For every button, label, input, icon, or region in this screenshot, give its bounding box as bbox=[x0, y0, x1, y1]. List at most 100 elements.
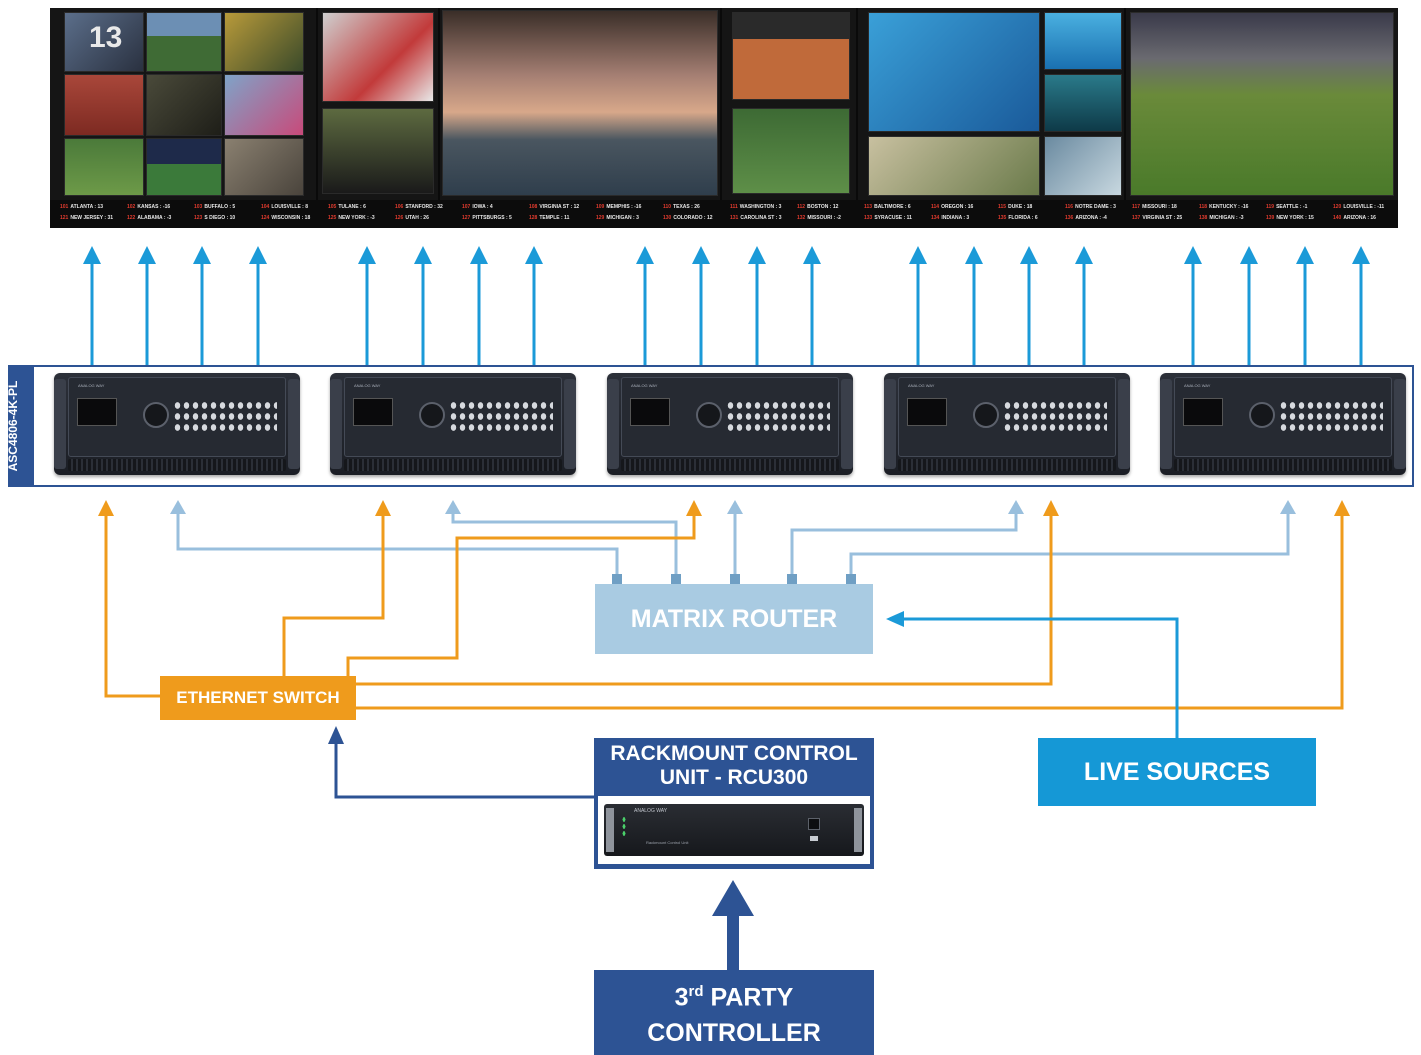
tile-swim-race bbox=[1044, 12, 1122, 70]
rcu-title-line1: RACKMOUNT CONTROL bbox=[610, 742, 858, 765]
live-sources-box: LIVE SOURCES bbox=[1038, 738, 1316, 806]
ticker-item-number: 117 bbox=[1132, 204, 1141, 210]
tile-stadium bbox=[146, 12, 222, 72]
processor-brand: ANALOG WAY bbox=[1184, 383, 1211, 388]
ticker-item-score: INDIANA : 3 bbox=[941, 215, 970, 221]
matrix-router-box: MATRIX ROUTER bbox=[595, 584, 873, 654]
ethernet-switch-box: ETHERNET SWITCH bbox=[160, 676, 356, 720]
ticker-item-number: 111 bbox=[730, 204, 738, 210]
lcd-screen bbox=[907, 398, 947, 426]
jog-knob bbox=[143, 402, 169, 428]
ticker-item-score: DUKE : 18 bbox=[1008, 204, 1033, 210]
ticker-item-score: TEXAS : 26 bbox=[673, 204, 700, 210]
ticker-item-number: 106 bbox=[395, 204, 404, 210]
ticker-item-score: KANSAS : -16 bbox=[137, 204, 171, 210]
output-arrow-head bbox=[748, 246, 766, 264]
output-arrow-head bbox=[83, 246, 101, 264]
ticker-item-score: ALABAMA : -3 bbox=[137, 215, 172, 221]
processor-brand: ANALOG WAY bbox=[908, 383, 935, 388]
button-grid bbox=[173, 400, 277, 434]
tile-football-game bbox=[1130, 12, 1394, 196]
ticker-item-number: 140 bbox=[1333, 215, 1342, 221]
rack-ear-right bbox=[288, 379, 300, 469]
ticker-item-score: BALTIMORE : 6 bbox=[874, 204, 911, 210]
rack-ear-left bbox=[330, 379, 342, 469]
ticker-item-number: 105 bbox=[328, 204, 337, 210]
front-panel: ANALOG WAY bbox=[1174, 377, 1392, 457]
live-sources-label: LIVE SOURCES bbox=[1083, 757, 1271, 786]
tile-hurdles bbox=[64, 74, 144, 136]
ticker-item-score: CAROLINA ST : 3 bbox=[740, 215, 782, 221]
button-grid bbox=[726, 400, 830, 434]
processor-unit-1: ANALOG WAY bbox=[54, 373, 300, 475]
ticker-item-number: 123 bbox=[194, 215, 203, 221]
tile-tennis-match bbox=[732, 12, 850, 100]
output-arrow-head bbox=[1240, 246, 1258, 264]
rack-ear-right bbox=[841, 379, 853, 469]
wall-panel-3 bbox=[440, 8, 722, 200]
ticker-item-number: 127 bbox=[462, 215, 471, 221]
processor-brand: ANALOG WAY bbox=[78, 383, 105, 388]
button-grid bbox=[1003, 400, 1107, 434]
output-arrow-head bbox=[193, 246, 211, 264]
ticker-item-number: 124 bbox=[261, 215, 270, 221]
ticker-item-number: 132 bbox=[797, 215, 806, 221]
rack-ear-left bbox=[54, 379, 66, 469]
ticker-item-score: STANFORD : 32 bbox=[405, 204, 443, 210]
ticker-item-number: 109 bbox=[596, 204, 605, 210]
jog-knob bbox=[973, 402, 999, 428]
ticker-item-score: MICHIGAN : -3 bbox=[1209, 215, 1244, 221]
ticker-item-score: IOWA : 4 bbox=[472, 204, 493, 210]
wall-panel-4 bbox=[722, 8, 858, 200]
ticker-item-number: 115 bbox=[998, 204, 1007, 210]
ticker-item-number: 113 bbox=[864, 204, 873, 210]
ticker-item-number: 121 bbox=[60, 215, 69, 221]
ticker-item-number: 138 bbox=[1199, 215, 1208, 221]
lcd-screen bbox=[77, 398, 117, 426]
rack-ear-right bbox=[1118, 379, 1130, 469]
ticker-item-number: 107 bbox=[462, 204, 471, 210]
tile-team-huddle bbox=[322, 108, 434, 194]
tile-soccer bbox=[732, 108, 850, 194]
controller-line1: 3rd PARTY bbox=[675, 974, 794, 1015]
output-arrow-head bbox=[1075, 246, 1093, 264]
ticker-item-score: MISSOURI : -2 bbox=[807, 215, 841, 221]
rack-ear-left bbox=[884, 379, 896, 469]
ticker-item-score: BOSTON : 12 bbox=[807, 204, 839, 210]
controller-to-rcu bbox=[712, 880, 754, 972]
tile-football-catch bbox=[224, 12, 304, 72]
tile-runner bbox=[224, 74, 304, 136]
router-port-stubs bbox=[612, 574, 856, 584]
ticker-item-number: 125 bbox=[328, 215, 337, 221]
ticker-item-number: 134 bbox=[931, 215, 940, 221]
ticker-item-number: 119 bbox=[1266, 204, 1275, 210]
ticker-item-number: 137 bbox=[1132, 215, 1141, 221]
ticker-item-score: NEW YORK : 15 bbox=[1276, 215, 1314, 221]
output-arrow-head bbox=[1352, 246, 1370, 264]
lcd-screen bbox=[1183, 398, 1223, 426]
controller-ordinal-number: 3 bbox=[674, 983, 689, 1012]
rcu-unit-text: Rackmount Control Unit bbox=[646, 840, 689, 845]
vent-grill bbox=[621, 459, 839, 471]
ticker-item-number: 130 bbox=[663, 215, 672, 221]
ticker-item-score: MISSOURI : 18 bbox=[1142, 204, 1177, 210]
ticker-item-number: 114 bbox=[931, 204, 940, 210]
